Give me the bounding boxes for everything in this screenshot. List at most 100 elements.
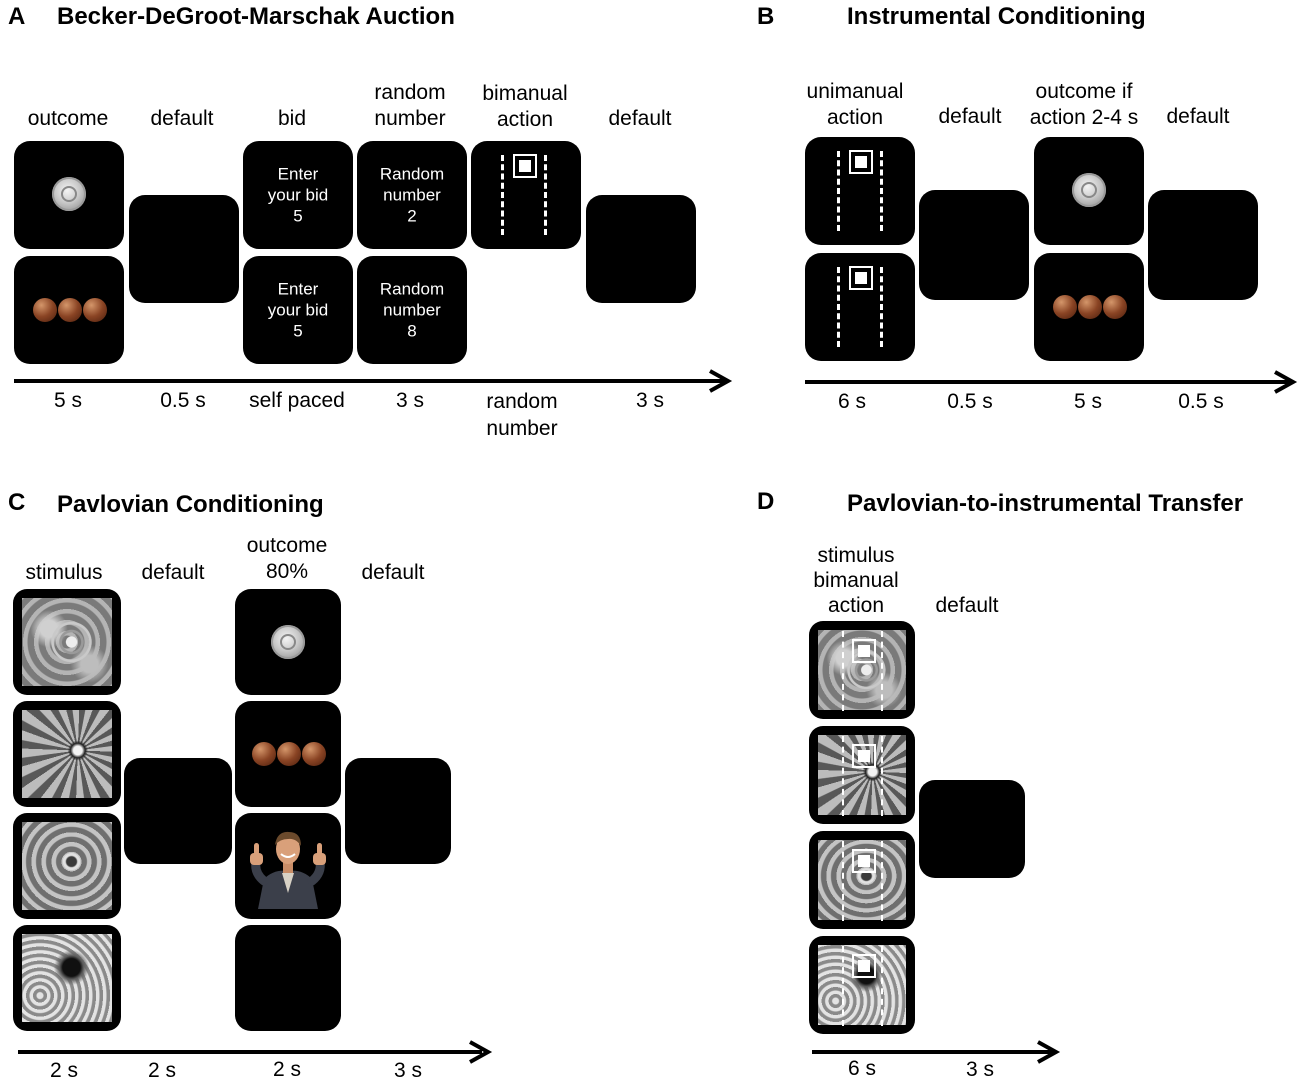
time-label: 6 s bbox=[847, 1057, 877, 1080]
target-square-icon bbox=[852, 849, 876, 873]
panel-letter-b: B bbox=[757, 3, 775, 30]
time-label: 0.5 s bbox=[947, 390, 993, 413]
default-screen bbox=[586, 195, 696, 303]
header-default: default bbox=[935, 594, 999, 617]
time-label: 0.5 s bbox=[160, 389, 206, 412]
right-lane-line bbox=[881, 946, 883, 1026]
outcome-empty-screen bbox=[235, 925, 341, 1031]
left-lane-line bbox=[842, 946, 844, 1026]
stimulus-fractal-swirl bbox=[13, 813, 121, 919]
outcome-coin-screen bbox=[235, 589, 341, 695]
panel-letter-d: D bbox=[757, 488, 775, 515]
target-square-icon bbox=[513, 154, 537, 178]
right-lane-line bbox=[881, 736, 883, 816]
left-lane-line bbox=[837, 151, 840, 231]
default-screen bbox=[129, 195, 239, 303]
timeline-arrow-d bbox=[812, 1040, 1061, 1064]
right-lane-line bbox=[881, 631, 883, 711]
outcome-balls-screen bbox=[14, 256, 124, 364]
time-label: 5 s bbox=[53, 389, 83, 412]
time-label: 6 s bbox=[837, 390, 867, 413]
stimulus-action-screen bbox=[809, 621, 915, 719]
left-lane-line bbox=[501, 155, 504, 235]
time-label: 3 s bbox=[965, 1058, 995, 1081]
panel-title-d: Pavlovian-to-instrumental Transfer bbox=[847, 490, 1244, 517]
right-lane-line bbox=[880, 267, 883, 347]
unimanual-action-screen bbox=[805, 253, 915, 361]
panel-letter-c: C bbox=[8, 489, 26, 516]
target-square-icon bbox=[849, 150, 873, 174]
left-lane-line bbox=[842, 631, 844, 711]
outcome-balls-screen bbox=[1034, 253, 1144, 361]
header-outcome: outcome bbox=[27, 107, 109, 130]
time-label: 0.5 s bbox=[1178, 390, 1224, 413]
left-lane-line bbox=[842, 841, 844, 921]
header-stimulus: stimulus bbox=[25, 561, 103, 584]
ball-icon bbox=[277, 742, 301, 766]
left-lane-line bbox=[837, 267, 840, 347]
ball-icon bbox=[1103, 295, 1127, 319]
stimulus-action-screen bbox=[809, 936, 915, 1034]
timeline-arrow-b bbox=[805, 370, 1298, 394]
header-default-2: default bbox=[1166, 105, 1230, 128]
panel-title-c: Pavlovian Conditioning bbox=[57, 491, 324, 518]
right-lane-line bbox=[544, 155, 547, 235]
target-square-icon bbox=[849, 266, 873, 290]
timeline-arrow-a bbox=[14, 369, 733, 393]
right-lane-line bbox=[880, 151, 883, 231]
time-label: 2 s bbox=[272, 1058, 302, 1081]
target-square-icon bbox=[852, 954, 876, 978]
panel-title-b: Instrumental Conditioning bbox=[847, 3, 1146, 30]
stimulus-fractal-hole bbox=[13, 925, 121, 1031]
outcome-social-screen bbox=[235, 813, 341, 919]
stimulus-action-screen bbox=[809, 831, 915, 929]
target-square-icon bbox=[852, 639, 876, 663]
stimulus-fractal-flower bbox=[13, 589, 121, 695]
default-screen bbox=[1148, 190, 1258, 300]
stimulus-fractal-spiral bbox=[13, 701, 121, 807]
coin-icon bbox=[52, 177, 86, 211]
left-lane-line bbox=[842, 736, 844, 816]
right-lane-line bbox=[881, 841, 883, 921]
header-default-2: default bbox=[361, 561, 425, 584]
ball-icon bbox=[1053, 295, 1077, 319]
outcome-balls-screen bbox=[235, 701, 341, 807]
coin-icon bbox=[1072, 173, 1106, 207]
target-square-icon bbox=[852, 744, 876, 768]
time-label: 2 s bbox=[147, 1059, 177, 1082]
default-screen bbox=[124, 758, 232, 864]
ball-icon bbox=[83, 298, 107, 322]
header-default: default bbox=[141, 561, 205, 584]
time-label: 3 s bbox=[395, 389, 425, 412]
time-label: 3 s bbox=[635, 389, 665, 412]
panel-title-a: Becker-DeGroot-Marschak Auction bbox=[57, 3, 455, 30]
ball-icon bbox=[252, 742, 276, 766]
time-label: 5 s bbox=[1073, 390, 1103, 413]
thumbs-up-person-image bbox=[250, 831, 326, 909]
ball-icon bbox=[302, 742, 326, 766]
ball-icon bbox=[1078, 295, 1102, 319]
default-screen bbox=[919, 190, 1029, 300]
panel-letter-a: A bbox=[8, 3, 26, 30]
header-default: default bbox=[150, 107, 214, 130]
default-screen bbox=[345, 758, 451, 864]
stimulus-action-screen bbox=[809, 726, 915, 824]
ball-icon bbox=[58, 298, 82, 322]
ball-icon bbox=[33, 298, 57, 322]
time-label: 2 s bbox=[49, 1059, 79, 1082]
time-label: 3 s bbox=[393, 1059, 423, 1082]
